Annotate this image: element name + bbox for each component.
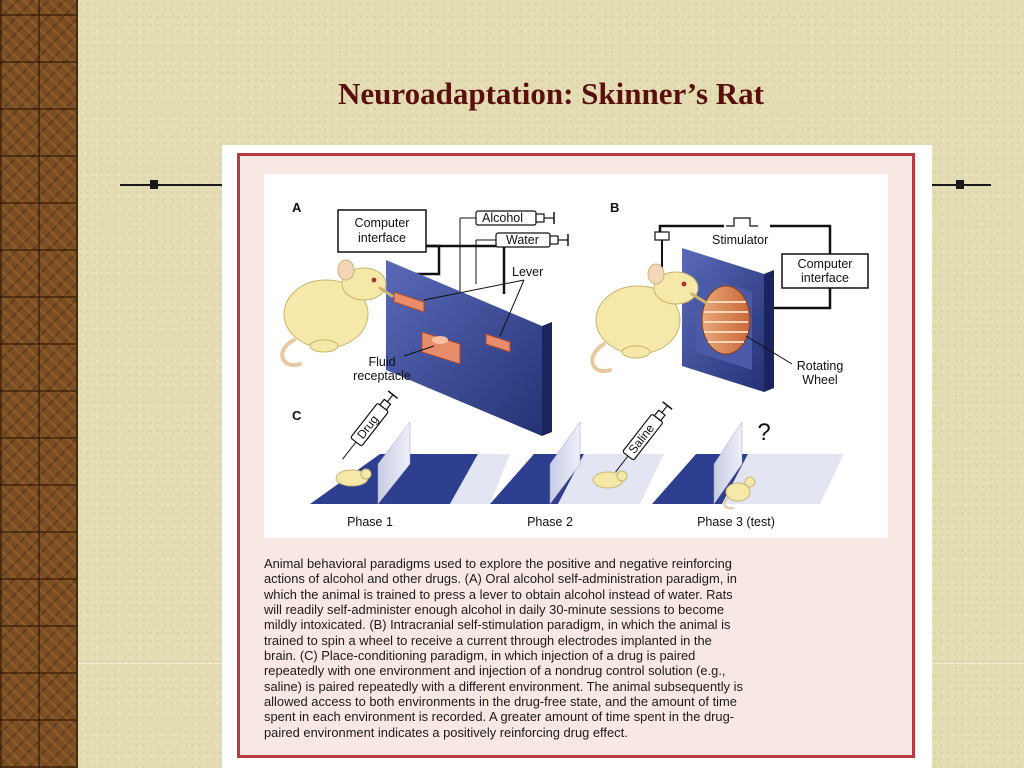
divider-wall — [377, 421, 411, 505]
panel-c: C Drug — [292, 390, 844, 529]
paradigm-diagram: A Computer interface — [280, 200, 869, 529]
phase-2-label: Phase 2 — [527, 515, 573, 529]
lever-panel — [386, 260, 542, 436]
rotating-wheel — [701, 285, 751, 355]
panel-b: B Stimulator Computer interface — [590, 200, 869, 392]
water-syringe: Water — [495, 232, 569, 248]
phase-3-scene: ? Phase 3 (test) — [652, 419, 844, 529]
figure-frame: A Computer interface — [237, 153, 915, 758]
panel-c-letter: C — [292, 408, 302, 423]
computer-interface-box-a — [337, 209, 427, 253]
panel-b-wire — [770, 224, 832, 254]
stimulator-pulse-icon — [726, 217, 758, 227]
rat-phase-3 — [725, 482, 751, 502]
computer-interface-label-b-line2: interface — [801, 271, 849, 285]
phase-1-scene: Drug Phase 1 — [310, 390, 510, 529]
lever — [393, 291, 425, 313]
computer-interface-label-a-line1: Computer — [355, 216, 410, 230]
decorative-wood-strip — [0, 0, 78, 768]
rotating-wheel-label-line1: Rotating — [797, 359, 844, 373]
divider-wall — [713, 421, 743, 505]
panel-b-wire — [658, 224, 724, 232]
computer-interface-box-b — [781, 253, 869, 289]
rotating-wheel-label-line2: Wheel — [802, 373, 837, 387]
divider-wall — [549, 421, 581, 505]
lever — [485, 333, 511, 353]
panel-b-letter: B — [610, 200, 619, 215]
panel-a: A Computer interface — [280, 200, 569, 436]
figure-illustration: A Computer interface — [264, 174, 888, 538]
water-label: Water — [506, 233, 539, 247]
receptacle-pointer — [403, 345, 435, 357]
lever-pointer — [499, 279, 525, 337]
question-mark: ? — [757, 419, 770, 446]
stimulator-label: Stimulator — [712, 233, 768, 247]
figure-caption: Animal behavioral paradigms used to expl… — [264, 556, 743, 740]
phase-1-label: Phase 1 — [347, 515, 393, 529]
lever-pointer — [423, 279, 525, 301]
rat-a-illustration — [280, 259, 394, 368]
fluid-receptacle-label-line1: Fluid — [368, 355, 395, 369]
slide-title: Neuroadaptation: Skinner’s Rat — [338, 76, 764, 111]
fluid-receptacle-label-line2: receptacle — [353, 369, 411, 383]
electrode-plug — [654, 231, 670, 241]
phase-3-label: Phase 3 (test) — [697, 515, 775, 529]
title-rule-left — [120, 184, 224, 186]
computer-interface-label-a-line2: interface — [358, 231, 406, 245]
rat-b-illustration — [590, 263, 710, 374]
fluid-receptacle-cup — [432, 336, 448, 344]
panel-a-letter: A — [292, 200, 302, 215]
lever-label: Lever — [512, 265, 543, 279]
saline-paired-floor — [722, 454, 844, 504]
alcohol-label: Alcohol — [482, 211, 523, 225]
computer-interface-label-b-line1: Computer — [798, 257, 853, 271]
title-rule-dot-right — [956, 180, 964, 189]
figure-image: A Computer interface — [222, 145, 932, 768]
wheel-chamber-side — [764, 270, 774, 392]
lever-panel-side — [542, 322, 552, 436]
title-rule-dot-left — [150, 180, 158, 189]
alcohol-syringe: Alcohol — [475, 210, 555, 226]
rotating-wheel-pointer — [745, 335, 793, 365]
neutral-floor — [450, 454, 510, 504]
